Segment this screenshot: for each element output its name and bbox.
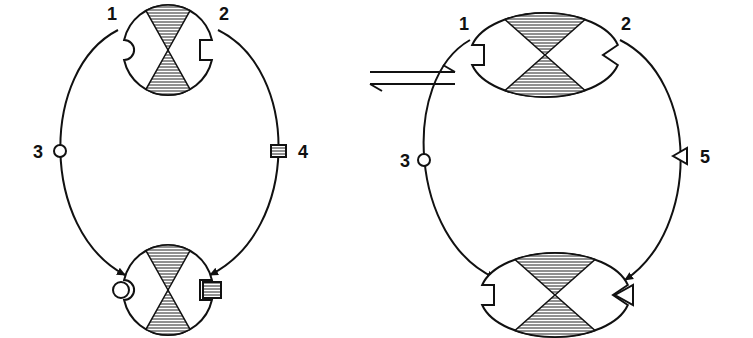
ligand-circle	[54, 145, 66, 157]
callout-number: 5	[700, 148, 710, 166]
callout-number: 1	[459, 15, 469, 33]
binding-arrow	[210, 30, 279, 275]
callout-number: 2	[621, 15, 631, 33]
ligand-triangle	[673, 148, 687, 164]
protein-state-b	[472, 13, 618, 97]
protein-state-a-bound	[113, 245, 221, 335]
callout-number: 1	[107, 5, 117, 23]
ligand-rect	[271, 145, 286, 157]
ligand-circle	[418, 154, 430, 166]
callout-number: 4	[298, 143, 308, 161]
binding-arrow	[620, 40, 681, 280]
binding-arrow	[60, 30, 125, 275]
callout-number: 3	[400, 152, 410, 170]
callout-number: 2	[219, 5, 229, 23]
equilibrium-arrows	[370, 65, 455, 91]
callout-number: 3	[33, 143, 43, 161]
protein-state-a	[124, 5, 212, 95]
protein-state-b-bound	[482, 253, 633, 337]
